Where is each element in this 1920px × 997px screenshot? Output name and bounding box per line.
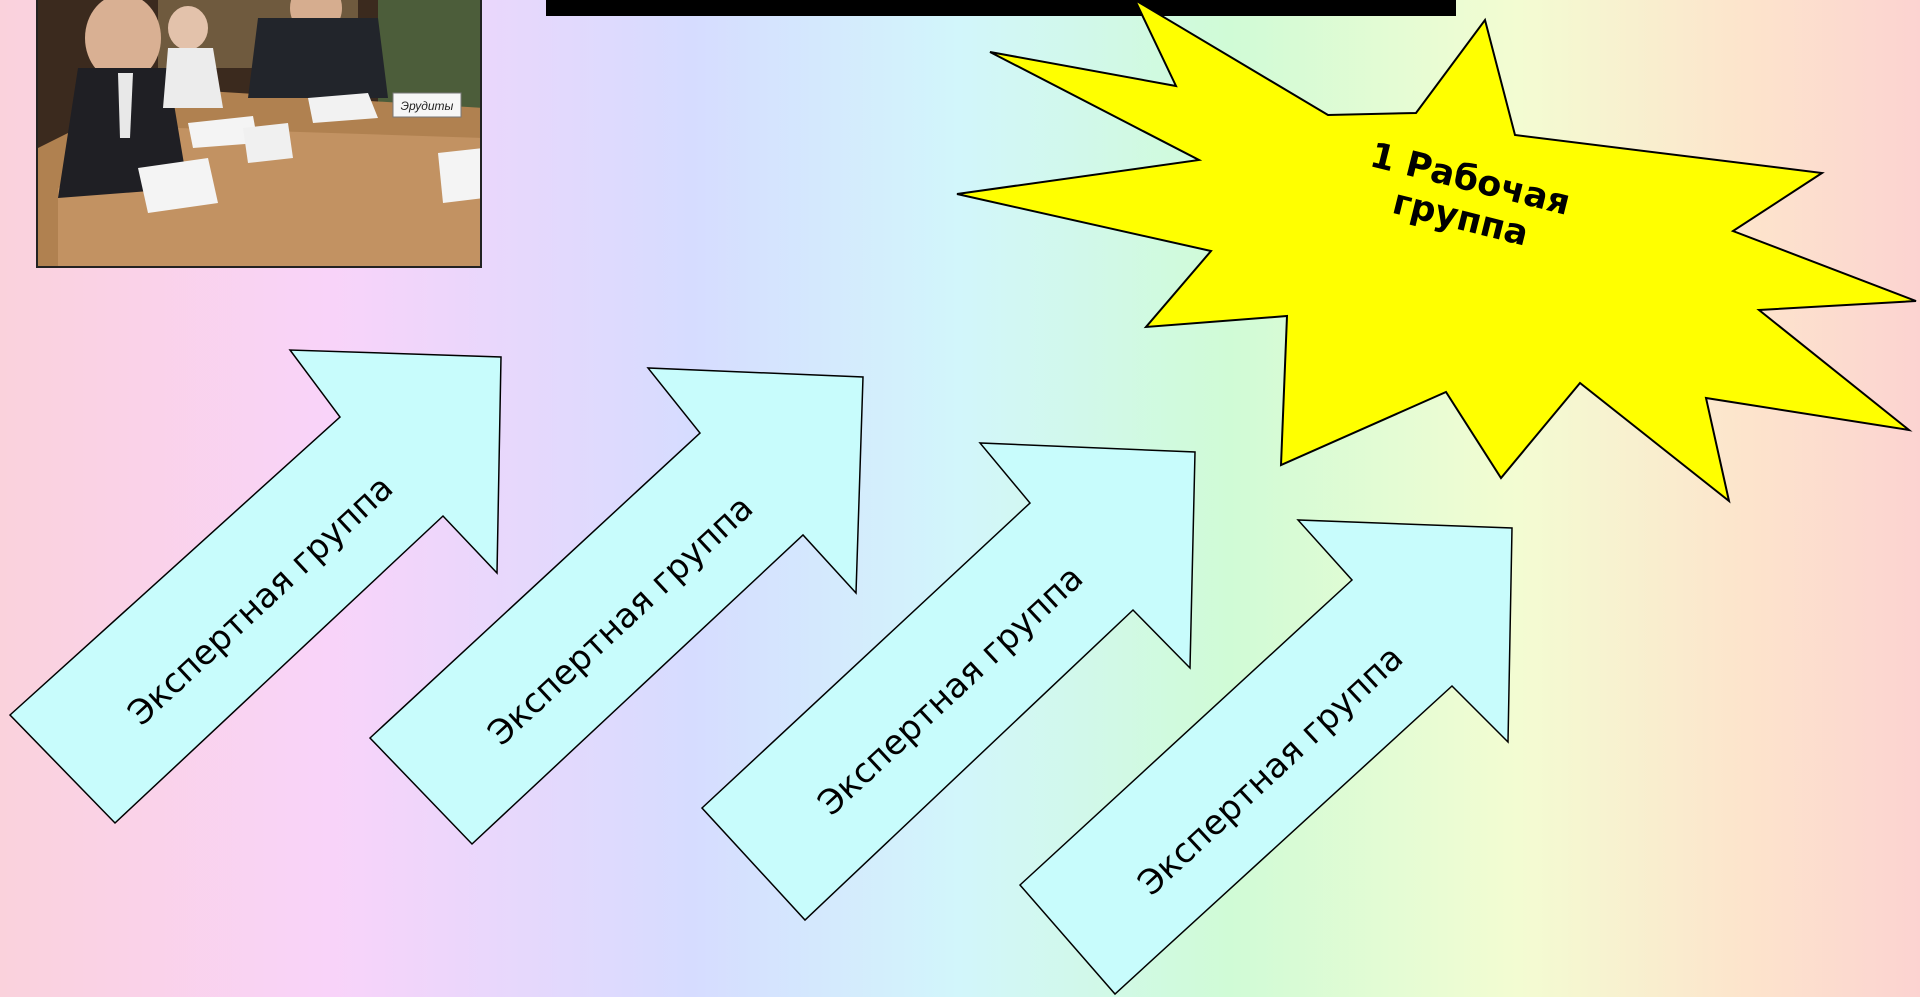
star-burst: [956, 0, 1917, 504]
students-photo-drawing: Эрудиты: [38, 0, 480, 266]
star-label: 1 Рабочая группа: [1366, 135, 1574, 254]
photo-sign-text: Эрудиты: [401, 99, 454, 113]
slide-title-bar: [546, 0, 1456, 16]
students-photo: Эрудиты: [36, 0, 482, 268]
